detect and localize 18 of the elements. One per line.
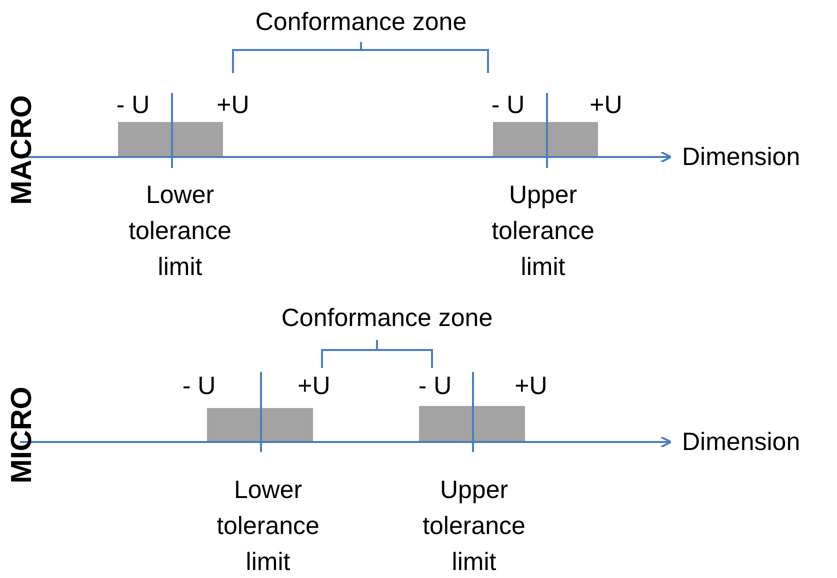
uncertainty-label: - U (116, 90, 150, 120)
uncertainty-label: - U (491, 90, 525, 120)
zone-label: Conformance zone (255, 7, 467, 37)
tolerance-limit-label: Lower tolerance limit (216, 475, 320, 578)
axis-label: Dimension (682, 427, 800, 457)
axis-label: Dimension (682, 142, 800, 172)
panel-label: MICRO (7, 386, 37, 484)
uncertainty-label: +U (590, 90, 622, 120)
panel-label: MACRO (7, 95, 37, 205)
tolerance-limit-label: Lower tolerance limit (128, 180, 232, 283)
uncertainty-label: - U (418, 371, 452, 401)
uncertainty-label: - U (182, 371, 216, 401)
uncertainty-label: +U (298, 371, 330, 401)
zone-label: Conformance zone (281, 303, 493, 333)
uncertainty-label: +U (216, 90, 250, 120)
uncertainty-label: +U (514, 371, 548, 401)
tolerance-limit-label: Upper tolerance limit (422, 475, 526, 578)
tolerance-limit-label: Upper tolerance limit (490, 180, 596, 283)
